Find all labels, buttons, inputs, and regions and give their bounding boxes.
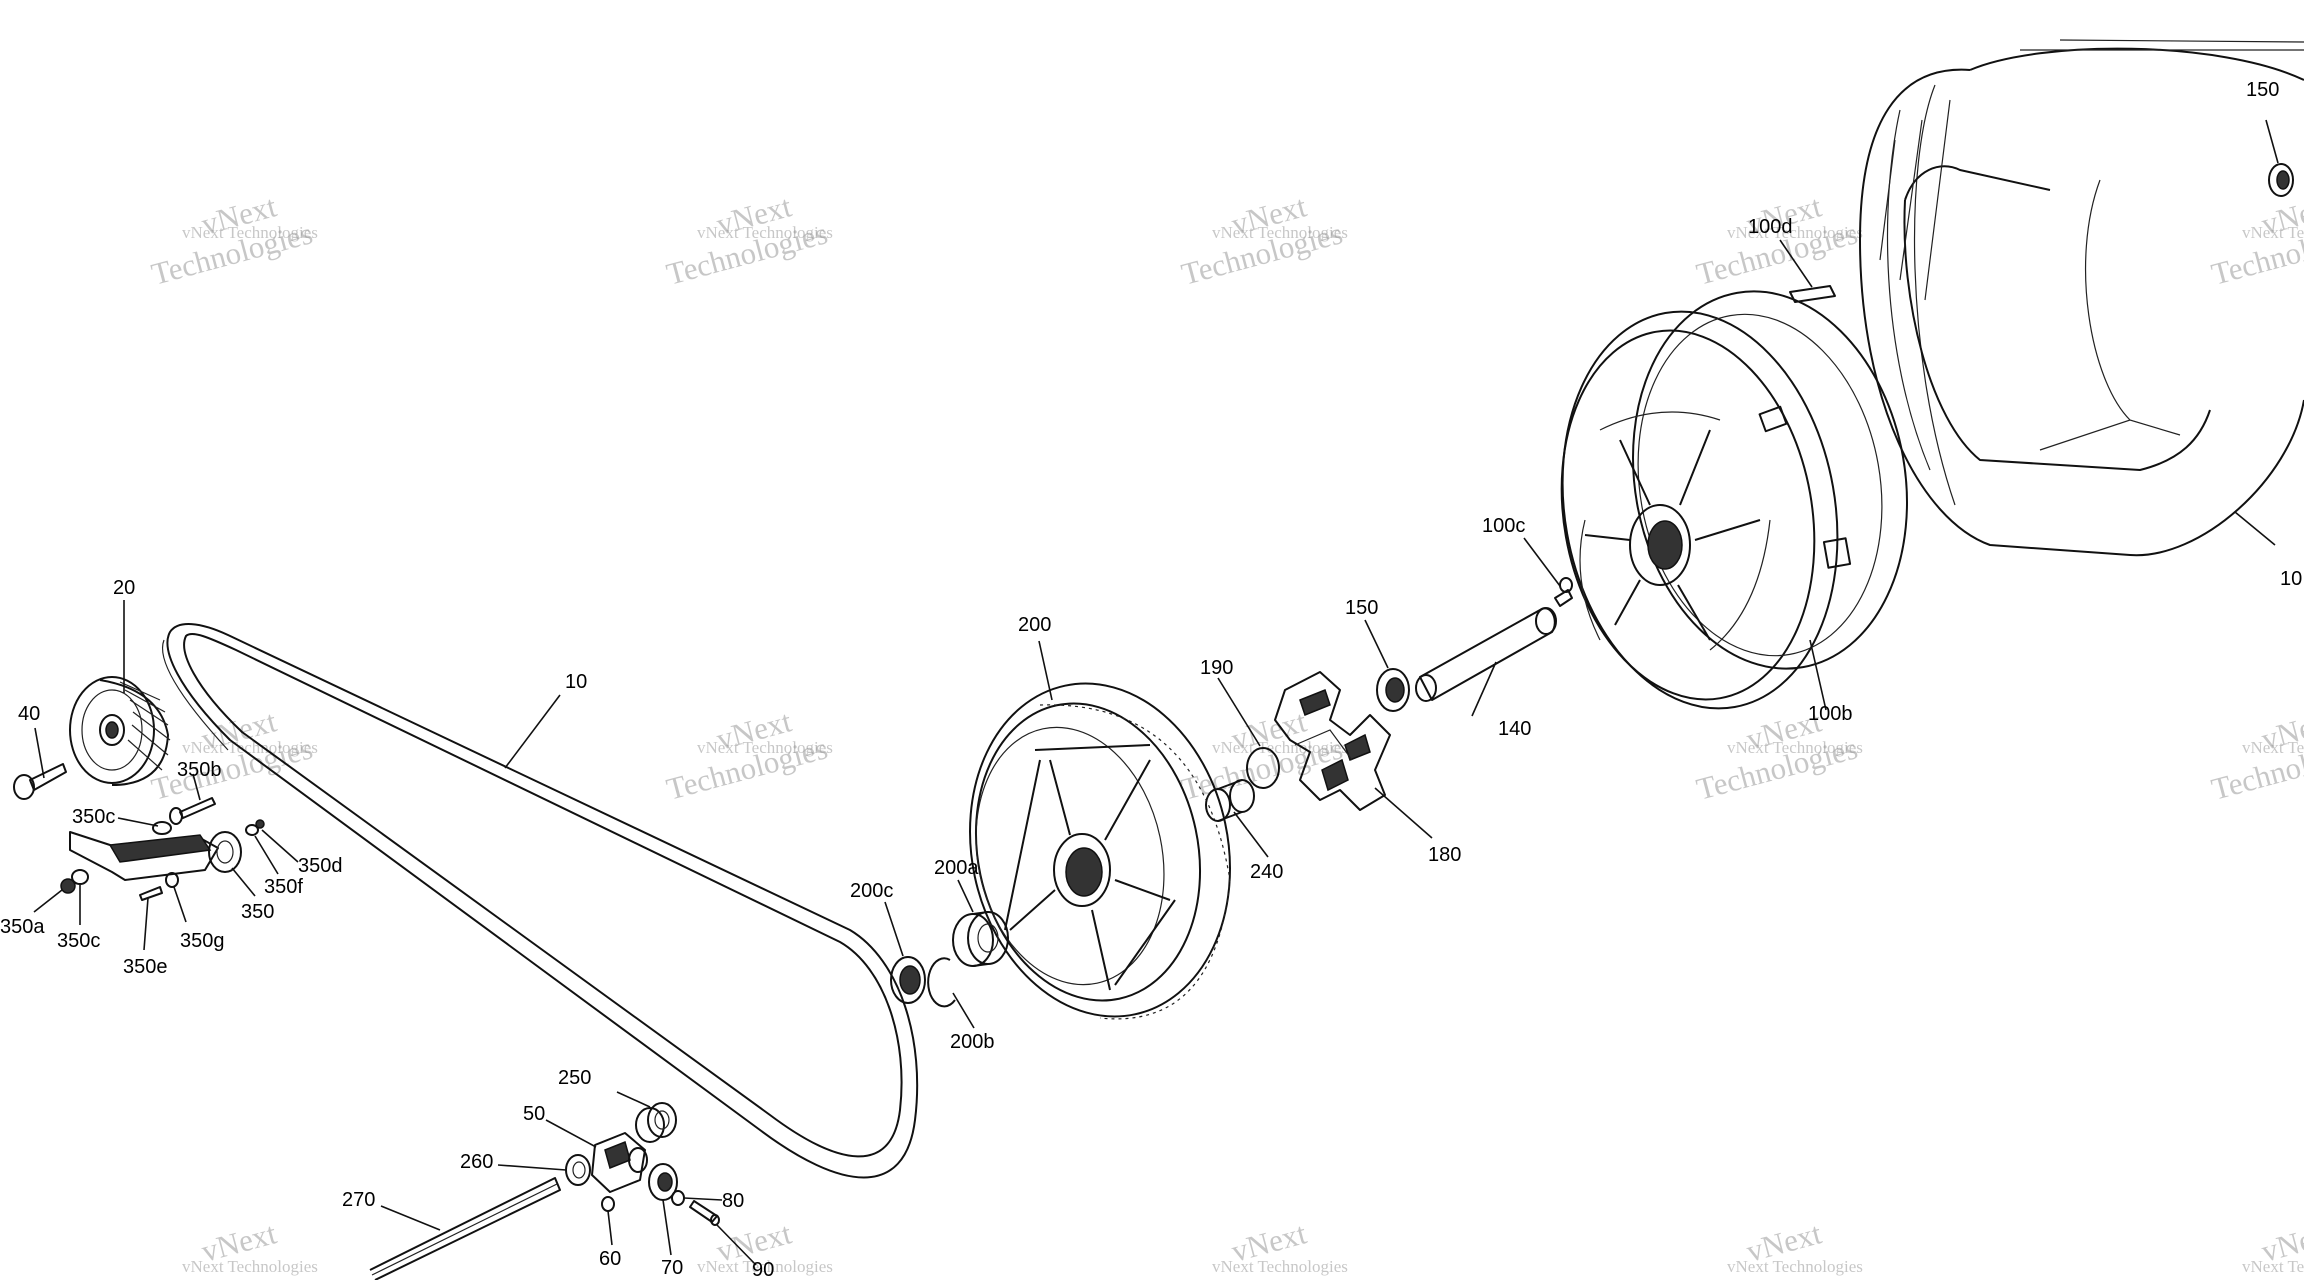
wheel-bearing	[1376, 668, 1410, 712]
idler-pulley	[69, 676, 171, 786]
circlip	[927, 957, 956, 1008]
callout-200a: 200a	[934, 857, 979, 879]
callout-200: 200	[1018, 614, 1051, 636]
svg-text:vNext Technologies: vNext Technologies	[1212, 1257, 1348, 1276]
pin	[689, 1200, 720, 1226]
svg-text:vNext Technologies: vNext Technologies	[2242, 1257, 2304, 1276]
callout-200b: 200b	[950, 1031, 995, 1053]
shaft-washer	[565, 1154, 591, 1186]
watermark: vNext vNext Technologies	[2242, 1215, 2304, 1276]
callout-90: 90	[752, 1259, 774, 1280]
callout-350g: 350g	[180, 930, 225, 952]
callout-60: 60	[599, 1248, 621, 1270]
callout-100-edge: 10	[2280, 568, 2302, 590]
callout-70: 70	[661, 1257, 683, 1279]
watermark: vNext vNext Technologies Technologies	[663, 703, 833, 807]
callout-240: 240	[1250, 861, 1283, 883]
o-ring	[1246, 747, 1280, 789]
callout-50: 50	[523, 1103, 545, 1125]
watermark: vNext vNext Technologies Technologies	[148, 703, 318, 807]
callout-150-top: 150	[2246, 79, 2279, 101]
callout-100c: 100c	[1482, 515, 1525, 537]
tire	[1859, 39, 2304, 557]
wheel-rim	[1560, 290, 1908, 710]
callout-350b: 350b	[177, 759, 222, 781]
callout-20: 20	[113, 577, 135, 599]
shaft-coupler	[591, 1132, 648, 1193]
callout-270: 270	[342, 1189, 375, 1211]
watermark: vNext vNext Technologies Technologies	[1693, 188, 1863, 292]
watermark: vNext vNext Technologies	[697, 1215, 833, 1276]
cush-drive-dampers	[1274, 671, 1391, 811]
small-washer	[671, 1190, 685, 1206]
callout-40: 40	[18, 703, 40, 725]
callout-190: 190	[1200, 657, 1233, 679]
callout-350: 350	[241, 901, 274, 923]
svg-text:vNext Technologies: vNext Technologies	[182, 1257, 318, 1276]
sprocket	[969, 682, 1231, 1020]
bolt	[13, 763, 67, 800]
watermark: vNext vNext Technologies	[182, 1215, 318, 1276]
leader-lines	[33, 119, 2279, 1266]
svg-text:vNext Technologies: vNext Technologies	[2242, 738, 2304, 757]
watermark: vNext vNext Technologies	[1212, 1215, 1348, 1276]
callout-350f: 350f	[264, 876, 303, 898]
small-nut	[601, 1196, 615, 1212]
watermark: vNext vNext Technologies Technologies	[2208, 703, 2304, 807]
spacer-bushing	[1205, 779, 1255, 822]
sprocket-seal	[890, 956, 926, 1004]
watermark: vNext vNext Technologies Technologies	[2208, 188, 2304, 292]
svg-text:vNext Technologies: vNext Technologies	[697, 223, 833, 242]
coupler-bushing	[635, 1102, 677, 1143]
axle-sleeve	[1415, 607, 1557, 702]
sprocket-bearing	[952, 911, 1009, 967]
callout-100b: 100b	[1808, 703, 1853, 725]
drive-shaft	[369, 1177, 561, 1280]
svg-text:vNext Technologies: vNext Technologies	[1212, 738, 1348, 757]
svg-text:vNext Technologies: vNext Technologies	[1212, 223, 1348, 242]
watermark: vNext vNext Technologies Technologies	[148, 188, 318, 292]
callout-350e: 350e	[123, 956, 168, 978]
callout-350c-top: 350c	[72, 806, 115, 828]
callout-180: 180	[1428, 844, 1461, 866]
callout-140: 140	[1498, 718, 1531, 740]
watermark: vNext vNext Technologies Technologies	[1178, 188, 1348, 292]
callout-10: 10	[565, 671, 587, 693]
callout-250: 250	[558, 1067, 591, 1089]
watermarks: vNext vNext Technologies Technologies vN…	[148, 188, 2304, 1276]
svg-text:vNext Technologies: vNext Technologies	[697, 1257, 833, 1276]
watermark: vNext vNext Technologies	[1727, 1215, 1863, 1276]
svg-text:vNext Technologies: vNext Technologies	[2242, 223, 2304, 242]
tensioner-bracket	[69, 831, 242, 881]
callout-100d: 100d	[1748, 216, 1793, 238]
svg-text:vNext Technologies: vNext Technologies	[697, 738, 833, 757]
svg-text:vNext Technologies: vNext Technologies	[1727, 223, 1863, 242]
watermark: vNext vNext Technologies Technologies	[1178, 703, 1348, 807]
callout-200c: 200c	[850, 880, 893, 902]
svg-text:vNext Technologies: vNext Technologies	[182, 223, 318, 242]
balance-weight	[1789, 285, 1836, 303]
watermark: vNext vNext Technologies Technologies	[663, 188, 833, 292]
drive-belt	[162, 623, 919, 1179]
svg-text:vNext Technologies: vNext Technologies	[1727, 738, 1863, 757]
callout-350a: 350a	[0, 916, 45, 938]
callout-80: 80	[722, 1190, 744, 1212]
callout-150-mid: 150	[1345, 597, 1378, 619]
svg-text:vNext Technologies: vNext Technologies	[182, 738, 318, 757]
callout-260: 260	[460, 1151, 493, 1173]
bracket-hardware	[60, 797, 265, 901]
svg-text:vNext Technologies: vNext Technologies	[1727, 1257, 1863, 1276]
callout-350c-bottom: 350c	[57, 930, 100, 952]
callout-labels: 20 40 10 350b 350c 350d 350f 350 350a 35…	[0, 79, 2302, 1280]
tire-bearing	[2268, 163, 2294, 197]
callout-350d: 350d	[298, 855, 343, 877]
